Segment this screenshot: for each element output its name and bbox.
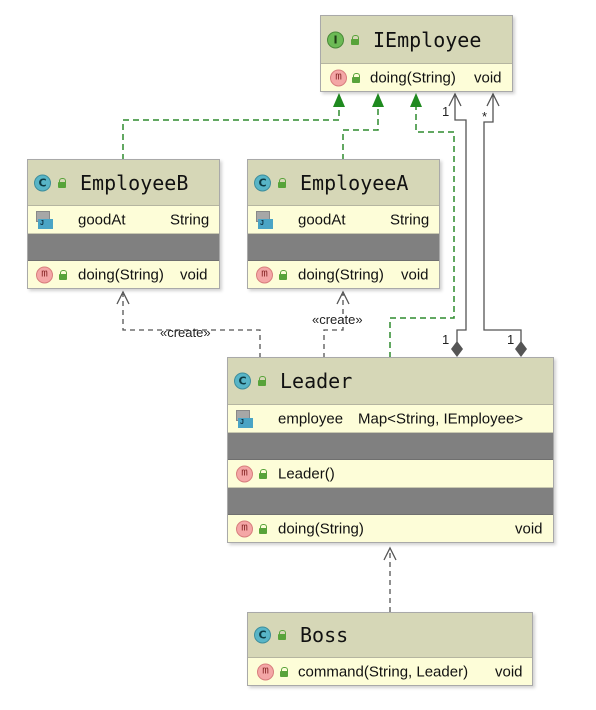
realization-employeeb-line	[122, 106, 340, 160]
lock-icon	[258, 468, 268, 479]
lock-icon	[279, 666, 289, 677]
composition-2-diamond	[515, 341, 527, 357]
class-icon: C	[254, 626, 271, 644]
realization-employeeb-arrowhead	[333, 93, 345, 107]
method-name: doing(String)	[278, 520, 364, 537]
lock-icon	[258, 523, 268, 534]
multiplicity-comp2-target: *	[482, 109, 488, 124]
class-employeeb[interactable]: C EmployeeB goodAt String m doing(String…	[27, 159, 220, 289]
field-name: goodAt	[298, 211, 346, 228]
method-name: doing(String)	[298, 266, 384, 283]
dependency-create-a-arrow	[336, 290, 350, 305]
class-icon: C	[254, 174, 271, 191]
method-row: m doing(String) void	[321, 64, 512, 91]
composition-2-open-arrow	[486, 92, 500, 107]
method-name: doing(String)	[370, 69, 456, 86]
class-leader-header: C Leader	[228, 358, 553, 405]
method-row: m command(String, Leader) void	[248, 658, 532, 685]
class-boss-header: C Boss	[248, 613, 532, 658]
interface-icon: I	[327, 31, 344, 48]
field-type: Map<String, IEmployee>	[358, 410, 524, 427]
method-icon: m	[257, 663, 274, 680]
multiplicity-comp1-target: 1	[442, 104, 450, 119]
class-boss[interactable]: C Boss m command(String, Leader) void	[247, 612, 533, 686]
method-row: m doing(String) void	[248, 261, 439, 288]
class-leader[interactable]: C Leader employee Map<String, IEmployee>…	[227, 357, 554, 543]
composition-2-line	[483, 94, 522, 342]
constructor-name: Leader()	[278, 465, 335, 482]
section-separator	[248, 234, 439, 261]
class-employeea-header: C EmployeeA	[248, 160, 439, 206]
multiplicity-comp1-source: 1	[442, 332, 450, 347]
lock-icon	[351, 72, 361, 83]
field-icon	[36, 210, 53, 229]
lock-icon	[277, 630, 287, 640]
lock-icon	[278, 269, 288, 280]
class-icon: C	[34, 174, 51, 191]
method-icon: m	[236, 465, 253, 482]
class-leader-title: Leader	[280, 369, 353, 393]
composition-1-diamond	[451, 341, 463, 357]
class-iemployee-title: IEmployee	[373, 27, 482, 52]
method-name: doing(String)	[78, 266, 164, 283]
realization-employeea-arrowhead	[372, 93, 384, 107]
class-employeea-title: EmployeeA	[300, 170, 409, 195]
dependency-create-b-arrow	[116, 290, 130, 305]
section-separator	[228, 433, 553, 460]
lock-icon	[277, 177, 287, 188]
create-label-employeea: «create»	[312, 312, 363, 327]
method-return-type: void	[515, 520, 543, 537]
method-return-type: void	[180, 266, 208, 283]
class-icon: C	[234, 372, 251, 390]
lock-icon	[257, 376, 267, 386]
method-return-type: void	[401, 266, 429, 283]
dependency-create-a-line	[323, 294, 344, 358]
field-icon	[236, 409, 253, 428]
field-row: goodAt String	[28, 206, 219, 234]
method-icon: m	[36, 266, 53, 283]
method-row: m doing(String) void	[28, 261, 219, 288]
field-type: String	[390, 211, 430, 228]
class-iemployee-header: I IEmployee	[321, 16, 512, 64]
field-name: goodAt	[78, 211, 126, 228]
field-icon	[256, 210, 273, 229]
realization-employeea-line	[342, 106, 379, 160]
lock-icon	[58, 269, 68, 280]
field-row: goodAt String	[248, 206, 439, 234]
constructor-row: m Leader()	[228, 460, 553, 488]
field-row: employee Map<String, IEmployee>	[228, 405, 553, 433]
create-label-employeeb: «create»	[160, 325, 211, 340]
composition-1-line	[454, 94, 467, 342]
method-icon: m	[330, 69, 347, 86]
composition-1-open-arrow	[448, 92, 462, 107]
method-icon: m	[236, 520, 253, 537]
method-return-type: void	[495, 663, 523, 680]
realization-leader-line	[389, 106, 455, 358]
method-return-type: void	[474, 69, 502, 86]
section-separator	[28, 234, 219, 261]
class-boss-title: Boss	[300, 623, 349, 647]
multiplicity-comp2-source: 1	[507, 332, 515, 347]
method-row: m doing(String) void	[228, 515, 553, 542]
field-name: employee	[278, 410, 344, 427]
dependency-boss-leader-arrow	[383, 546, 397, 561]
lock-icon	[57, 177, 67, 188]
lock-icon	[350, 34, 360, 45]
realization-leader-arrowhead	[410, 93, 422, 107]
class-employeea[interactable]: C EmployeeA goodAt String m doing(String…	[247, 159, 440, 289]
class-employeeb-header: C EmployeeB	[28, 160, 219, 206]
field-type: String	[170, 211, 210, 228]
method-name: command(String, Leader)	[298, 663, 469, 680]
class-iemployee[interactable]: I IEmployee m doing(String) void	[320, 15, 513, 92]
section-separator	[228, 488, 553, 515]
class-employeeb-title: EmployeeB	[80, 170, 189, 195]
method-icon: m	[256, 266, 273, 283]
dependency-create-b-line	[122, 294, 261, 358]
